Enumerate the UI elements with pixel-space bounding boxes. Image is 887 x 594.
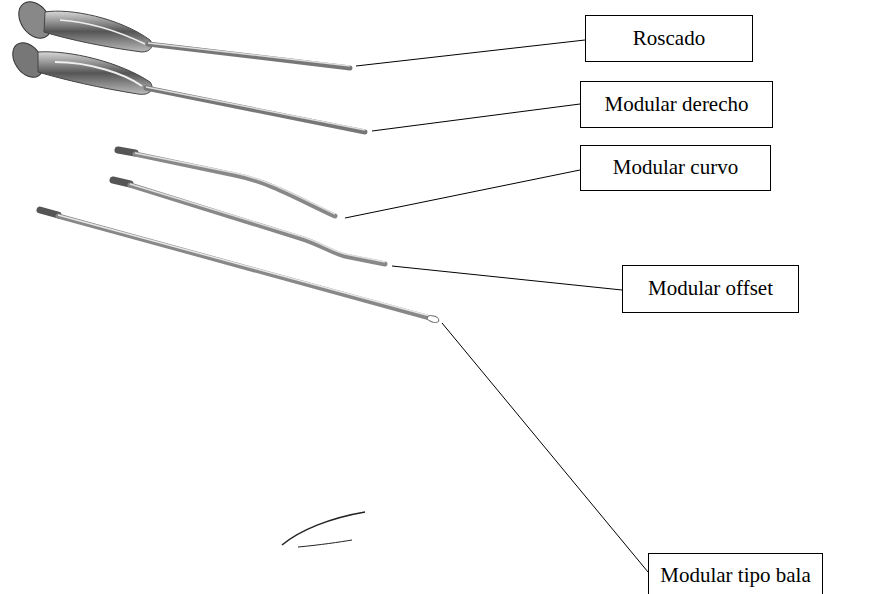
label-box: Modular tipo bala — [648, 553, 823, 594]
box-label: Modular offset — [648, 277, 773, 300]
label-box: Roscado — [585, 15, 753, 62]
stray-mark — [298, 540, 352, 547]
box-label: Modular derecho — [604, 93, 748, 116]
straight-instrument — [6, 37, 365, 132]
box-label: Roscado — [633, 27, 705, 50]
box-label: Modular curvo — [613, 156, 738, 179]
offset-instrument — [113, 180, 385, 264]
label-box: Modular offset — [622, 265, 799, 313]
curved-instrument — [118, 150, 335, 216]
bullet-instrument — [40, 210, 440, 323]
stray-mark — [282, 512, 365, 545]
label-box: Modular curvo — [580, 145, 771, 191]
box-label: Modular tipo bala — [660, 564, 810, 587]
label-box: Modular derecho — [580, 81, 773, 128]
